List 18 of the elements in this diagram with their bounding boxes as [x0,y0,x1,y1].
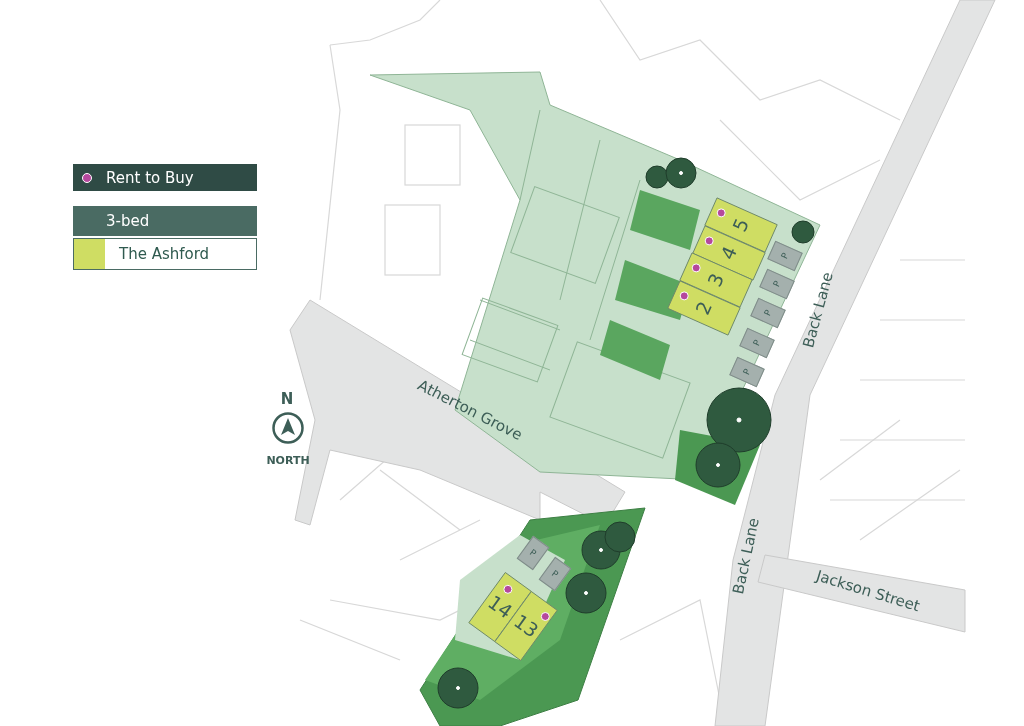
parking-label: P [751,338,763,348]
street-name: Back Lane [799,270,837,350]
parking-label: P [741,367,753,377]
plot-number: 3 [704,270,728,290]
legend-text: Rent to Buy [106,169,194,187]
parking-label: P [771,279,783,289]
parking-label: P [762,308,774,318]
parking-label: P [549,568,561,580]
parking-label: P [779,251,791,261]
legend-text: The Ashford [119,245,210,263]
parking-label: P [527,547,539,559]
plot-number: 2 [692,298,716,318]
plot-number: 5 [729,215,753,235]
north-label: NORTH [266,453,310,467]
street-name: Back Lane [729,516,763,596]
north-letter: N [280,390,294,408]
plot-number: 4 [717,243,741,263]
legend-heading: 3-bed [106,212,150,230]
